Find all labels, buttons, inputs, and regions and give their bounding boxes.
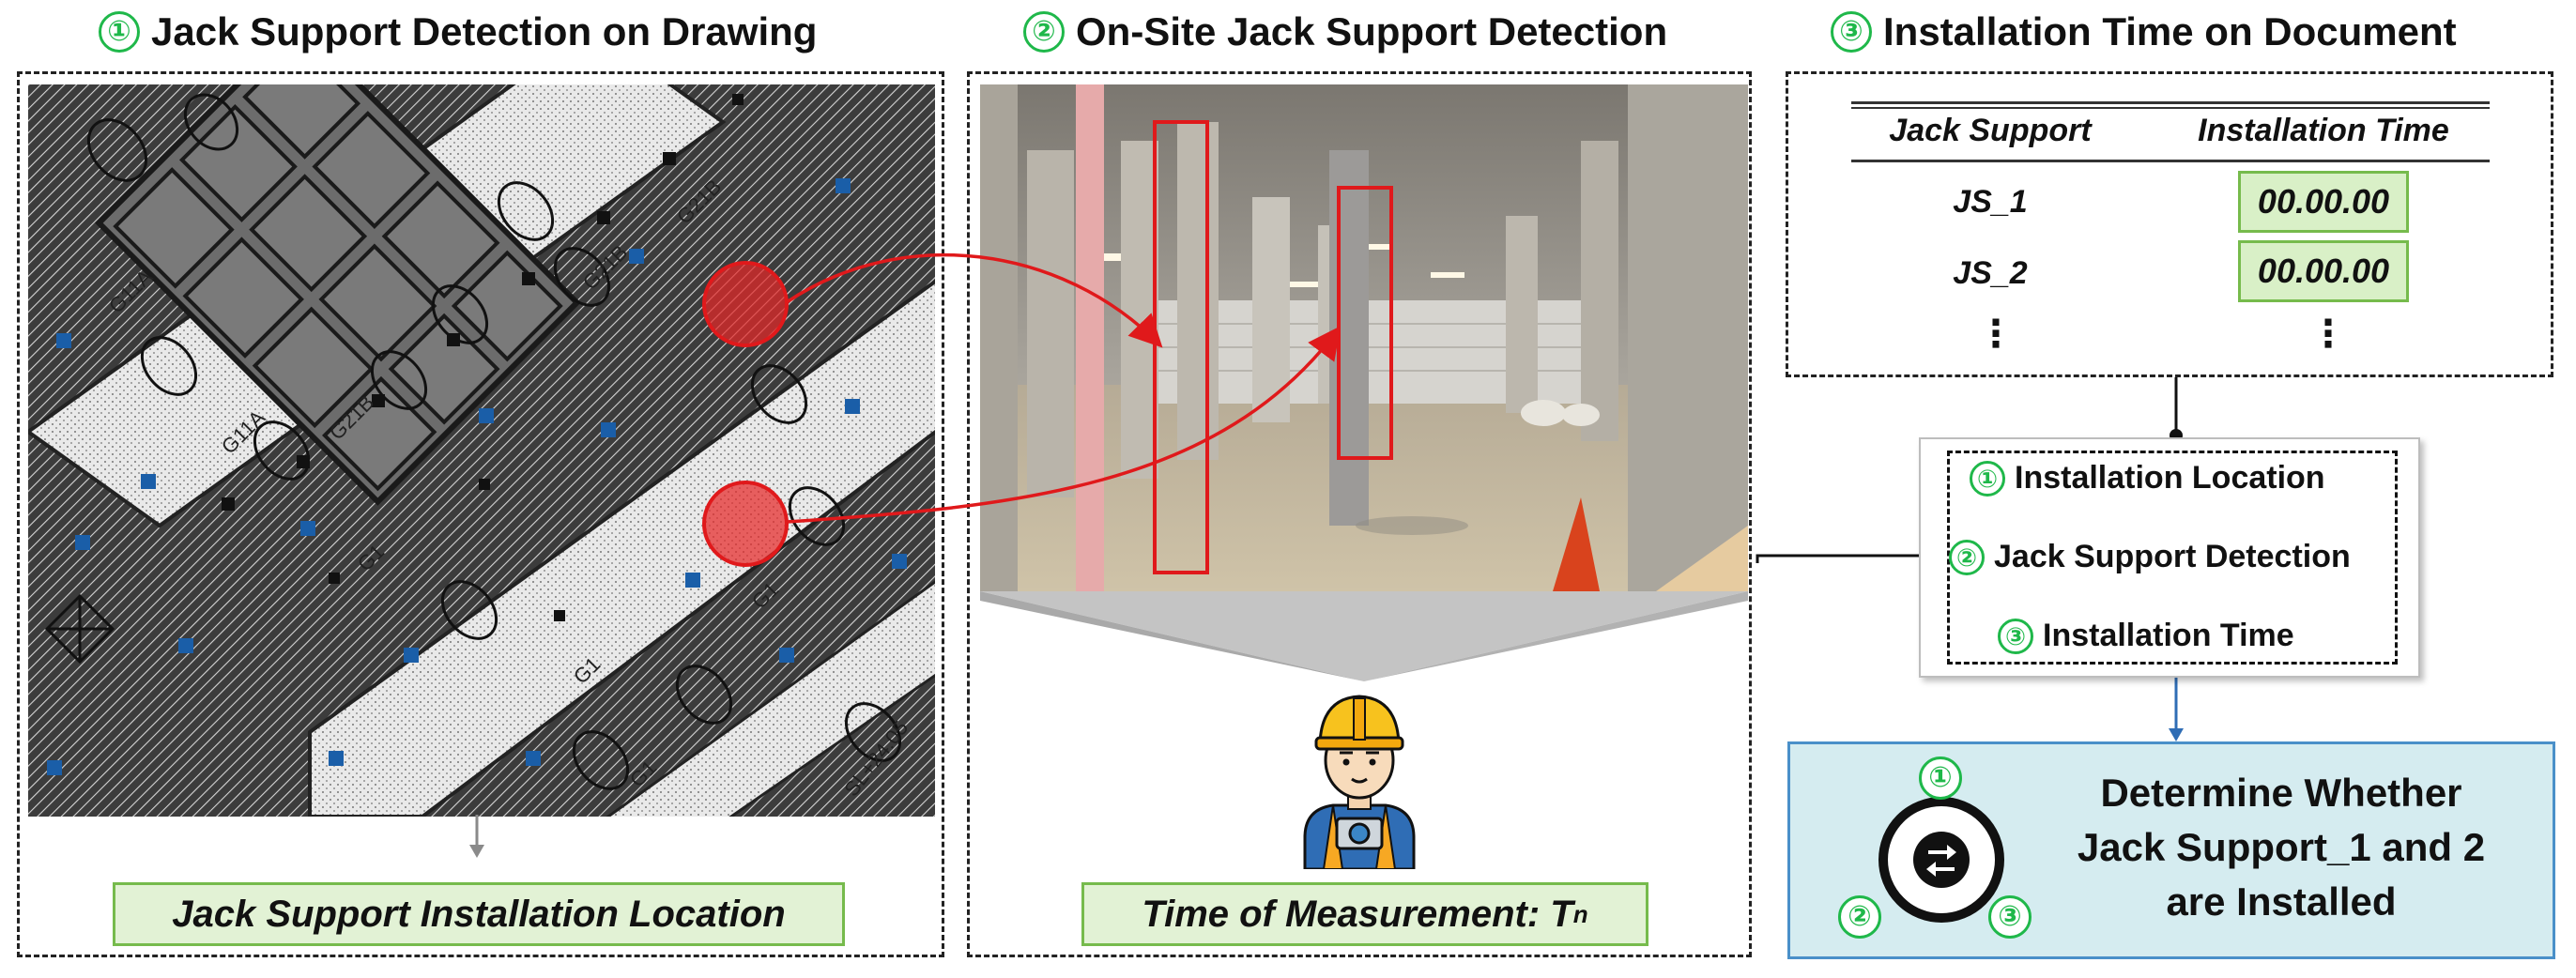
panel-document [1786,71,2553,377]
outcome-number-3: ③ [1988,895,2032,939]
criteria3-number: ③ [1998,618,2033,654]
outcome-line-2: Jack Support_1 and 2 [2077,825,2486,869]
detection-box-2 [1337,186,1393,460]
criteria-installation-location: ① Installation Location [1970,460,2325,497]
table-header-rule [1851,160,2490,162]
panel2-title: ② On-Site Jack Support Detection [1023,9,1667,54]
table-header-jack-support: Jack Support [1889,113,2092,148]
step3-number: ③ [1831,11,1872,53]
js2-time-text: 00.00.00 [2257,252,2390,290]
panel3-title: ③ Installation Time on Document [1831,9,2457,54]
panel3-title-text: Installation Time on Document [1883,9,2457,53]
table-row-js1-time: 00.00.00 [2238,171,2409,233]
step1-number: ① [99,11,140,53]
criteria2-number: ② [1949,539,1985,575]
down-arrow-icon [469,815,484,858]
time-label-var: T [1550,893,1573,935]
outcome-line-3: are Installed [2166,879,2397,924]
step2-number: ② [1023,11,1065,53]
criteria-inner [1947,451,2398,665]
js1-time-text: 00.00.00 [2257,182,2390,221]
installation-location-label: Jack Support Installation Location [113,882,845,946]
structural-drawing: G21B G21B G11A G11A G21B G1 G1 G1 G1 SL+… [28,84,935,817]
table-row-js2-time: 00.00.00 [2238,240,2409,302]
panel1-title-text: Jack Support Detection on Drawing [151,9,818,53]
outcome-text: Determine Whether Jack Support_1 and 2 a… [2047,766,2516,929]
time-label-sub: n [1572,899,1588,928]
site-photo [980,84,1748,591]
criteria1-label: Installation Location [2015,460,2325,496]
photo-funnel [980,591,1748,681]
table-top-rule [1851,101,2490,104]
worker-icon [1303,695,1416,869]
panel-onsite [967,71,1752,957]
criteria-installation-time: ③ Installation Time [1998,618,2294,654]
detected-support-1-marker [702,261,789,347]
table-header-installation-time: Installation Time [2198,113,2449,148]
detected-support-2-marker [702,481,789,567]
outcome-number-2: ② [1838,895,1881,939]
table-row-js2: JS_2 [1953,255,2028,291]
panel-drawing [17,71,944,957]
table-top-rule-2 [1851,107,2490,109]
criteria-jack-support-detection: ② Jack Support Detection [1949,539,2351,575]
outcome-number-1: ① [1919,756,1962,800]
criteria3-label: Installation Time [2043,618,2294,653]
outcome-line-1: Determine Whether [2100,771,2462,815]
panel2-title-text: On-Site Jack Support Detection [1076,9,1668,53]
diamond-symbol [44,593,115,665]
panel1-title: ① Jack Support Detection on Drawing [99,9,817,54]
criteria1-number: ① [1970,460,2005,497]
exchange-cycle-icon [1878,797,2004,923]
table-row-js1: JS_1 [1953,184,2028,220]
criteria2-label: Jack Support Detection [1994,539,2351,574]
installation-location-label-text: Jack Support Installation Location [172,893,786,935]
time-label-prefix: Time of Measurement: [1142,893,1551,935]
